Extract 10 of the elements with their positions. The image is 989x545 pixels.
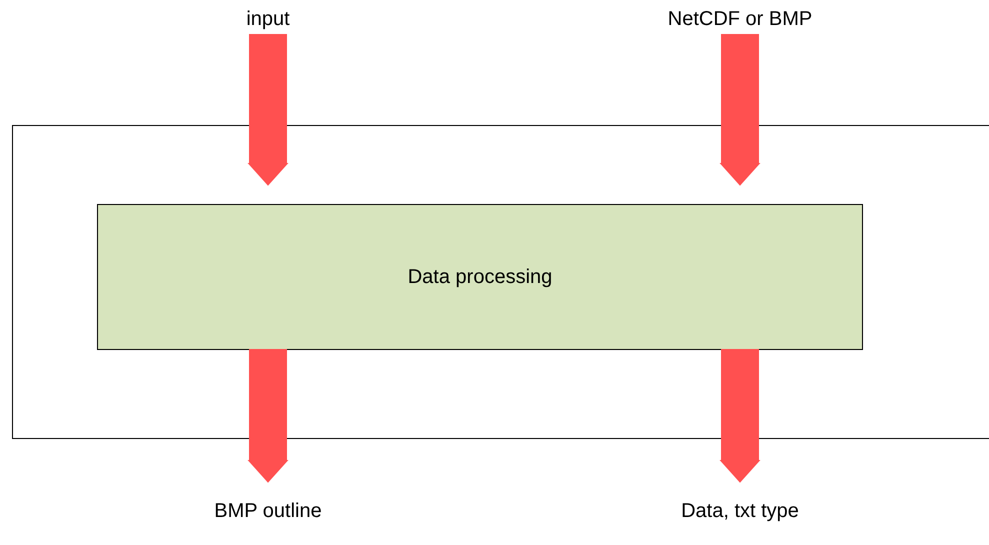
block-arrow [248, 34, 288, 186]
io-label: input [246, 8, 290, 31]
io-label: Data, txt type [681, 500, 799, 523]
io-label: BMP outline [214, 500, 322, 523]
frame-box [12, 125, 989, 439]
io-label: NetCDF or BMP [668, 8, 812, 31]
block-arrow [248, 349, 288, 483]
process-box: Data processing [97, 204, 863, 350]
block-arrow [720, 34, 760, 186]
block-arrow [720, 349, 760, 483]
